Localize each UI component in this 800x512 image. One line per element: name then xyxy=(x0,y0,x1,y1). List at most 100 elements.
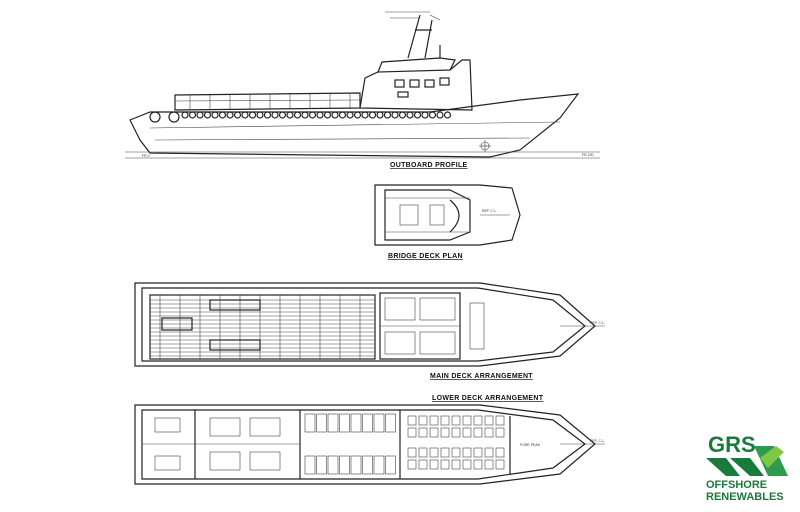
cabin-cell xyxy=(385,455,396,475)
fender xyxy=(346,111,354,119)
seat xyxy=(473,415,483,426)
fender xyxy=(421,111,429,119)
fender xyxy=(331,111,339,119)
fender xyxy=(308,111,317,119)
seat xyxy=(473,427,483,438)
fender xyxy=(256,111,264,119)
fender xyxy=(436,111,444,119)
cabin-cell xyxy=(304,413,316,433)
main-deck-arrangement-title: MAIN DECK ARRANGEMENT xyxy=(430,373,533,380)
seat xyxy=(429,427,439,438)
fender xyxy=(443,111,452,119)
seat xyxy=(462,427,472,438)
bridge-deck-plan-title: BRIDGE DECK PLAN xyxy=(388,253,463,260)
fender xyxy=(218,111,227,119)
fender xyxy=(316,111,324,119)
seat xyxy=(440,447,450,458)
seat xyxy=(495,427,505,438)
svg-text:FR 0: FR 0 xyxy=(142,154,150,158)
seat xyxy=(473,459,483,470)
cabin-cell xyxy=(339,455,350,475)
seat xyxy=(418,415,428,426)
seat xyxy=(407,447,417,458)
fender xyxy=(406,111,414,119)
fender xyxy=(188,111,197,119)
fender xyxy=(301,111,309,119)
fender xyxy=(233,111,242,119)
seat xyxy=(407,415,417,426)
cabin-cell xyxy=(327,455,339,475)
seat xyxy=(418,427,428,438)
cabin-cell xyxy=(362,455,373,475)
seat xyxy=(484,459,494,470)
seat xyxy=(440,427,450,438)
fender xyxy=(196,111,204,119)
svg-text:REF. C.L.: REF. C.L. xyxy=(482,209,497,213)
cabin-cell xyxy=(350,455,362,475)
fender xyxy=(271,111,279,119)
lower-deck-arrangement: LOWER DECK ARRANGEMENT REF. C.L. FORE PE… xyxy=(134,395,605,485)
seat xyxy=(462,415,472,426)
fender xyxy=(203,111,212,119)
cabin-cell xyxy=(385,413,396,433)
fender xyxy=(226,111,234,119)
main-deck-arrangement: REF. C.L. MAIN DECK ARRANGEMENT xyxy=(134,282,605,380)
fender xyxy=(323,111,332,119)
fender xyxy=(428,111,437,119)
fender xyxy=(353,111,362,119)
fender xyxy=(211,111,219,119)
fender xyxy=(398,111,407,119)
svg-text:FR 100: FR 100 xyxy=(582,153,594,157)
logo-mark: GRS xyxy=(708,432,756,457)
seat xyxy=(451,427,461,438)
outboard-profile-title: OUTBOARD PROFILE xyxy=(390,162,468,169)
fender xyxy=(241,111,249,119)
cabin-cell xyxy=(362,413,373,433)
fender xyxy=(368,111,377,119)
seat xyxy=(451,415,461,426)
fender xyxy=(286,111,294,119)
seat xyxy=(484,415,494,426)
seat xyxy=(429,447,439,458)
logo-chevron-icon xyxy=(706,446,788,476)
fender xyxy=(263,111,272,119)
svg-text:REF. C.L.: REF. C.L. xyxy=(590,321,605,325)
seat xyxy=(418,459,428,470)
seat xyxy=(495,459,505,470)
logo-line-offshore: OFFSHORE xyxy=(706,479,767,491)
fender xyxy=(338,111,347,119)
cabin-cell xyxy=(304,455,316,475)
seat xyxy=(407,427,417,438)
seat xyxy=(462,447,472,458)
fender xyxy=(278,111,287,119)
seat xyxy=(462,459,472,470)
fender xyxy=(383,111,392,119)
fender xyxy=(391,111,399,119)
fender xyxy=(293,111,302,119)
seat xyxy=(451,459,461,470)
seat xyxy=(407,459,417,470)
seat xyxy=(440,415,450,426)
svg-text:FORE PEAK: FORE PEAK xyxy=(520,443,541,447)
cabin-cell xyxy=(316,455,327,475)
seat xyxy=(484,427,494,438)
seat xyxy=(429,459,439,470)
fender xyxy=(181,111,189,119)
seat xyxy=(484,447,494,458)
cabin-cell xyxy=(373,413,385,433)
seat xyxy=(495,447,505,458)
seat xyxy=(473,447,483,458)
bridge-deck-plan: REF. C.L. BRIDGE DECK PLAN xyxy=(374,184,521,260)
logo-line-renewables: RENEWABLES xyxy=(706,491,784,503)
svg-text:REF. C.L.: REF. C.L. xyxy=(590,439,605,443)
cabin-cell xyxy=(339,413,350,433)
fender xyxy=(413,111,422,119)
cabin-cell xyxy=(373,455,385,475)
cabin-cell xyxy=(327,413,339,433)
seat xyxy=(495,415,505,426)
seat xyxy=(451,447,461,458)
lower-deck-arrangement-title: LOWER DECK ARRANGEMENT xyxy=(432,395,544,402)
grs-offshore-renewables-logo: GRS OFFSHORE RENEWABLES xyxy=(706,432,788,503)
